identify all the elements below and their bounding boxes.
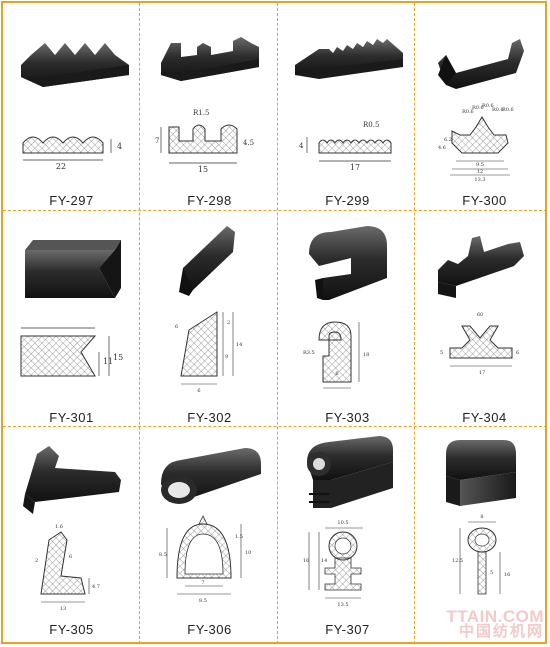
dimension-label: 4 [299, 142, 304, 150]
product-card[interactable]: R3.5 18 6 FY-303 [279, 212, 416, 427]
watermark-domain: TTAIN.COM [446, 607, 544, 626]
row-divider-1 [3, 210, 547, 211]
dimension-label: R0.6 [472, 105, 484, 111]
dimension-label: 8 [480, 514, 483, 520]
fy-307-illustration: 10.5 14 16 13.5 [303, 436, 393, 608]
fy-304-illustration: 60 5 6 17 [438, 236, 524, 376]
dimension-label: 6 [335, 371, 338, 377]
fy-298-illustration: R1.5 7 15 4.5 [155, 37, 259, 174]
dimension-label: 15 [198, 165, 208, 174]
dimension-label: 12 [477, 169, 483, 175]
product-code: FY-298 [187, 193, 232, 208]
dimension-label: 6.2 [444, 137, 452, 143]
dimension-label: 9.5 [476, 162, 484, 168]
dimension-label: 13.3 [474, 177, 485, 183]
product-code: FY-305 [49, 622, 94, 637]
product-card[interactable]: 60 5 6 17 FY-304 [416, 212, 550, 427]
dimension-label: 7 [155, 137, 159, 145]
dimension-label: 13 [60, 606, 66, 612]
dimension-label: 8.5 [199, 598, 207, 604]
dimension-label: R0.6 [482, 103, 494, 109]
dimension-label: 60 [477, 312, 483, 318]
product-card[interactable]: 6 2 14 9 6 FY-302 [141, 212, 278, 427]
dimension-label: 18 [363, 352, 369, 358]
dimension-label: 4.5 [243, 139, 254, 147]
product-code: FY-297 [49, 193, 94, 208]
dimension-label: R0.6 [462, 109, 474, 115]
site-watermark: TTAIN.COM 中国纺机网 [446, 607, 544, 640]
dimension-label: 7 [201, 580, 204, 586]
dimension-label: 10 [245, 550, 251, 556]
fy-306-illustration: 1.5 8.5 10 7 8.5 [159, 448, 261, 604]
row-divider-2 [3, 426, 547, 427]
dimension-label: 6 [197, 388, 200, 394]
product-code: FY-301 [49, 410, 94, 425]
fy-303-illustration: R3.5 18 6 [303, 226, 387, 389]
dimension-label: 6 [69, 554, 72, 560]
dimension-label: 4.7 [92, 584, 100, 590]
fy-305-illustration: 1.6 2 6 4.7 13 [23, 446, 121, 612]
product-code: FY-303 [325, 410, 370, 425]
dimension-label: 8.5 [159, 552, 167, 558]
dimension-label: 17 [350, 163, 360, 172]
dimension-label: R0.6 [502, 107, 514, 113]
product-code: FY-302 [187, 410, 232, 425]
watermark-name: 中国纺机网 [458, 623, 544, 640]
fy-300-illustration: R0.6 R0.6 R0.6 R0.6 R0.6 4.6 6.2 9.5 12 … [438, 39, 524, 183]
dimension-label: 10.5 [337, 520, 348, 526]
column-divider-2 [277, 3, 278, 644]
fy-308-illustration: 8 12.5 5 16 [446, 440, 516, 595]
dimension-label: 1.6 [55, 524, 63, 530]
product-card[interactable]: 1.5 8.5 10 7 8.5 FY-306 [141, 428, 278, 643]
dimension-label: 17 [479, 370, 485, 376]
fy-299-illustration: R0.5 4 17 [295, 39, 403, 172]
dimension-label: 5 [440, 350, 443, 356]
dimension-label: 14 [236, 342, 242, 348]
dimension-label: R1.5 [193, 109, 209, 117]
dimension-label: R0.5 [363, 121, 379, 129]
fy-301-illustration: 11 15 [20, 240, 123, 377]
product-code: FY-300 [462, 193, 507, 208]
product-code: FY-306 [187, 622, 232, 637]
dimension-label: 12.5 [452, 558, 463, 564]
dimension-label: 2 [227, 320, 230, 326]
product-card[interactable]: R0.5 4 17 FY-299 [279, 3, 416, 218]
dimension-label: 15 [113, 353, 123, 362]
product-code: FY-307 [325, 622, 370, 637]
product-code: FY-299 [325, 193, 370, 208]
dimension-label: 16 [504, 572, 510, 578]
dimension-label: 2 [35, 558, 38, 564]
dimension-label: R0.6 [492, 107, 504, 113]
product-card[interactable]: 22 4 FY-297 [3, 3, 140, 218]
dimension-label: 16 [303, 558, 309, 564]
fy-297-illustration: 22 4 [21, 43, 129, 171]
product-code: FY-304 [462, 410, 507, 425]
product-card[interactable]: 1.6 2 6 4.7 13 FY-305 [3, 428, 140, 643]
dimension-label: 6 [175, 324, 178, 330]
dimension-label: 5 [490, 570, 493, 576]
product-card[interactable]: 10.5 14 16 13.5 FY-307 [279, 428, 416, 643]
product-card[interactable]: 8 12.5 5 16 [416, 428, 550, 643]
dimension-label: 4 [117, 142, 122, 151]
dimension-label: 13.5 [337, 602, 348, 608]
dimension-label: 1.5 [235, 534, 243, 540]
product-card[interactable]: R0.6 R0.6 R0.6 R0.6 R0.6 4.6 6.2 9.5 12 … [416, 3, 550, 218]
column-divider-3 [414, 3, 415, 644]
dimension-label: R3.5 [303, 350, 315, 356]
dimension-label: 9 [225, 354, 228, 360]
dimension-label: 6 [516, 350, 519, 356]
dimension-label: 14 [321, 558, 327, 564]
product-card[interactable]: 11 15 FY-301 [3, 212, 140, 427]
dimension-label: 22 [56, 162, 66, 171]
column-divider-1 [139, 3, 140, 644]
fy-302-illustration: 6 2 14 9 6 [175, 226, 242, 394]
dimension-label: 4.6 [438, 145, 446, 151]
dimension-label: 11 [103, 357, 113, 366]
product-card[interactable]: R1.5 7 15 4.5 FY-298 [141, 3, 278, 218]
